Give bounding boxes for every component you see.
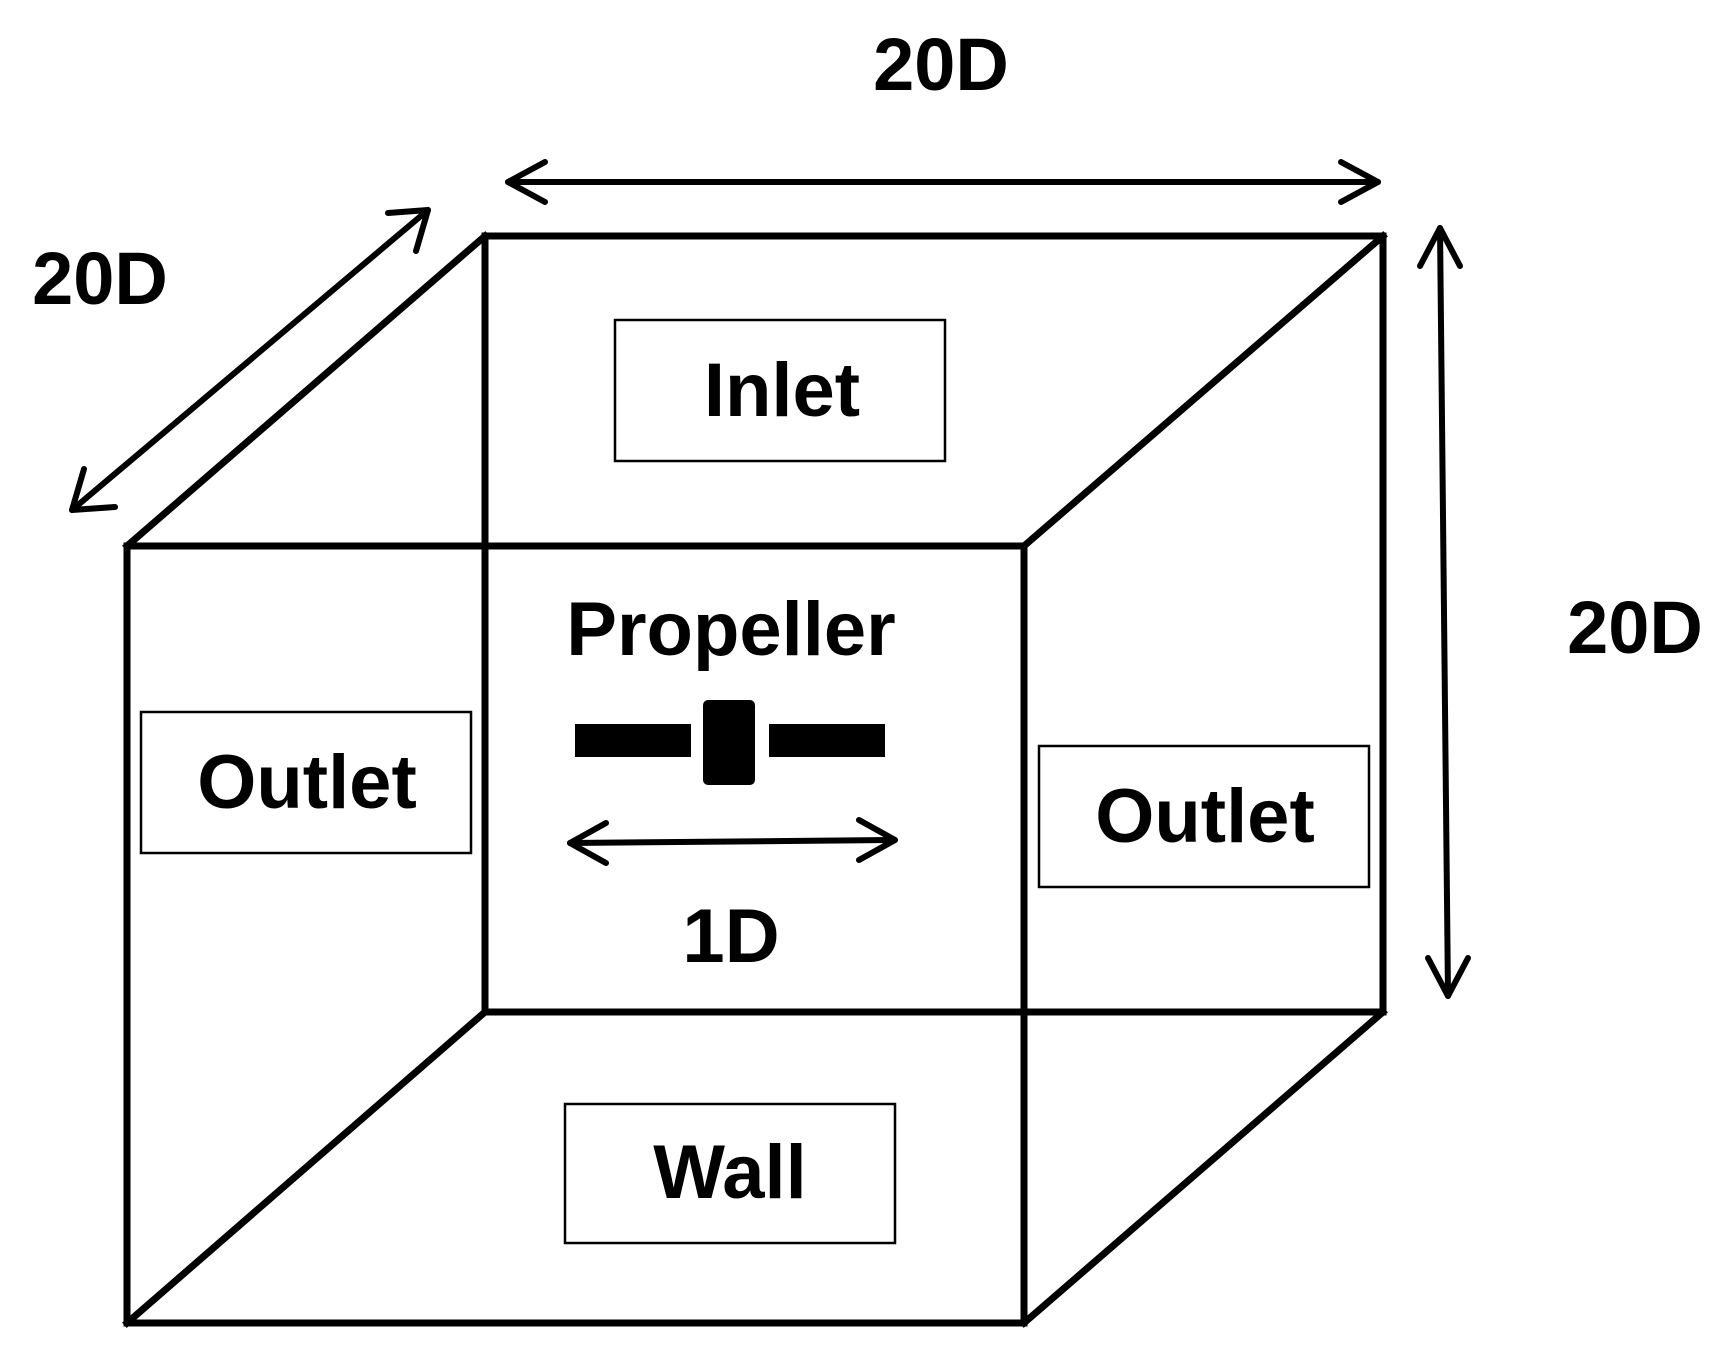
- outlet-left-label: Outlet: [197, 740, 417, 825]
- edge-bottom-right: [1019, 1007, 1388, 1328]
- dimension-arrow-propeller: [567, 817, 898, 866]
- top-width-label: 20D: [873, 23, 1009, 106]
- propeller-label: Propeller: [566, 587, 895, 672]
- inlet-label-box: [613, 318, 947, 463]
- inlet-label: Inlet: [704, 348, 860, 433]
- wall-label: Wall: [653, 1130, 806, 1215]
- outlet-right-label: Outlet: [1095, 774, 1315, 859]
- height-label: 20D: [1567, 586, 1703, 669]
- dimension-arrow-height: [1417, 225, 1471, 999]
- depth-label: 20D: [32, 237, 168, 320]
- dimension-arrow-depth: [69, 207, 431, 513]
- edge-top-left: [122, 231, 490, 551]
- dimension-arrow-top: [505, 159, 1381, 205]
- propeller-diameter-label: 1D: [682, 894, 779, 979]
- edge-top-right: [1019, 231, 1388, 551]
- domain-box-edges: [122, 231, 1388, 1328]
- wall-label-box: [563, 1102, 897, 1245]
- propeller-icon: [575, 700, 885, 785]
- outlet-left-label-box: [139, 710, 473, 855]
- outlet-right-label-box: [1037, 744, 1371, 889]
- edge-bottom-left: [122, 1007, 490, 1328]
